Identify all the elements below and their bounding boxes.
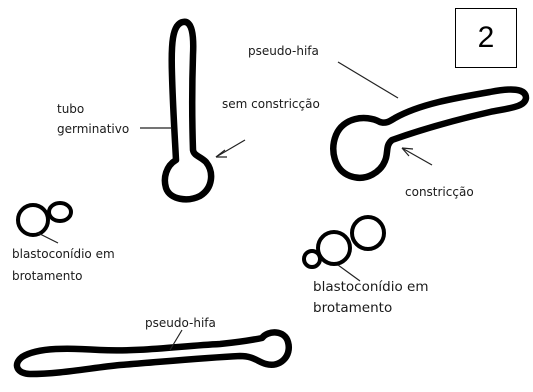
- label-blastoconidio-left-1: blastoconídio em: [12, 247, 115, 261]
- label-constriccao: constricção: [405, 185, 474, 199]
- panel-number-box: 2: [455, 8, 517, 68]
- label-tubo: tubo: [57, 102, 84, 116]
- label-sem-constriccao: sem constricção: [222, 97, 320, 111]
- label-blastoconidio-right-2: brotamento: [313, 300, 392, 316]
- label-blastoconidio-right-1: blastoconídio em: [313, 279, 429, 295]
- pseudo-hifa-top-leader: [338, 62, 398, 98]
- pseudohypha-bottom-cell: [17, 332, 289, 374]
- label-germinativo: germinativo: [57, 122, 129, 136]
- sem-constriccao-arrow: [216, 140, 245, 157]
- panel-number: 2: [478, 21, 495, 55]
- pseudohypha-top-cell: [333, 90, 526, 178]
- blastoconidio-left-leader: [38, 233, 58, 243]
- label-blastoconidio-left-2: brotamento: [12, 269, 82, 283]
- blastoconidio-right-cells: [304, 217, 384, 267]
- blastoconidio-left-cells: [18, 203, 71, 235]
- constriccao-arrow: [402, 148, 432, 165]
- label-pseudo-hifa-top: pseudo-hifa: [248, 44, 319, 58]
- germ-tube-cell: [165, 22, 211, 199]
- label-pseudo-hifa-bottom: pseudo-hifa: [145, 316, 216, 330]
